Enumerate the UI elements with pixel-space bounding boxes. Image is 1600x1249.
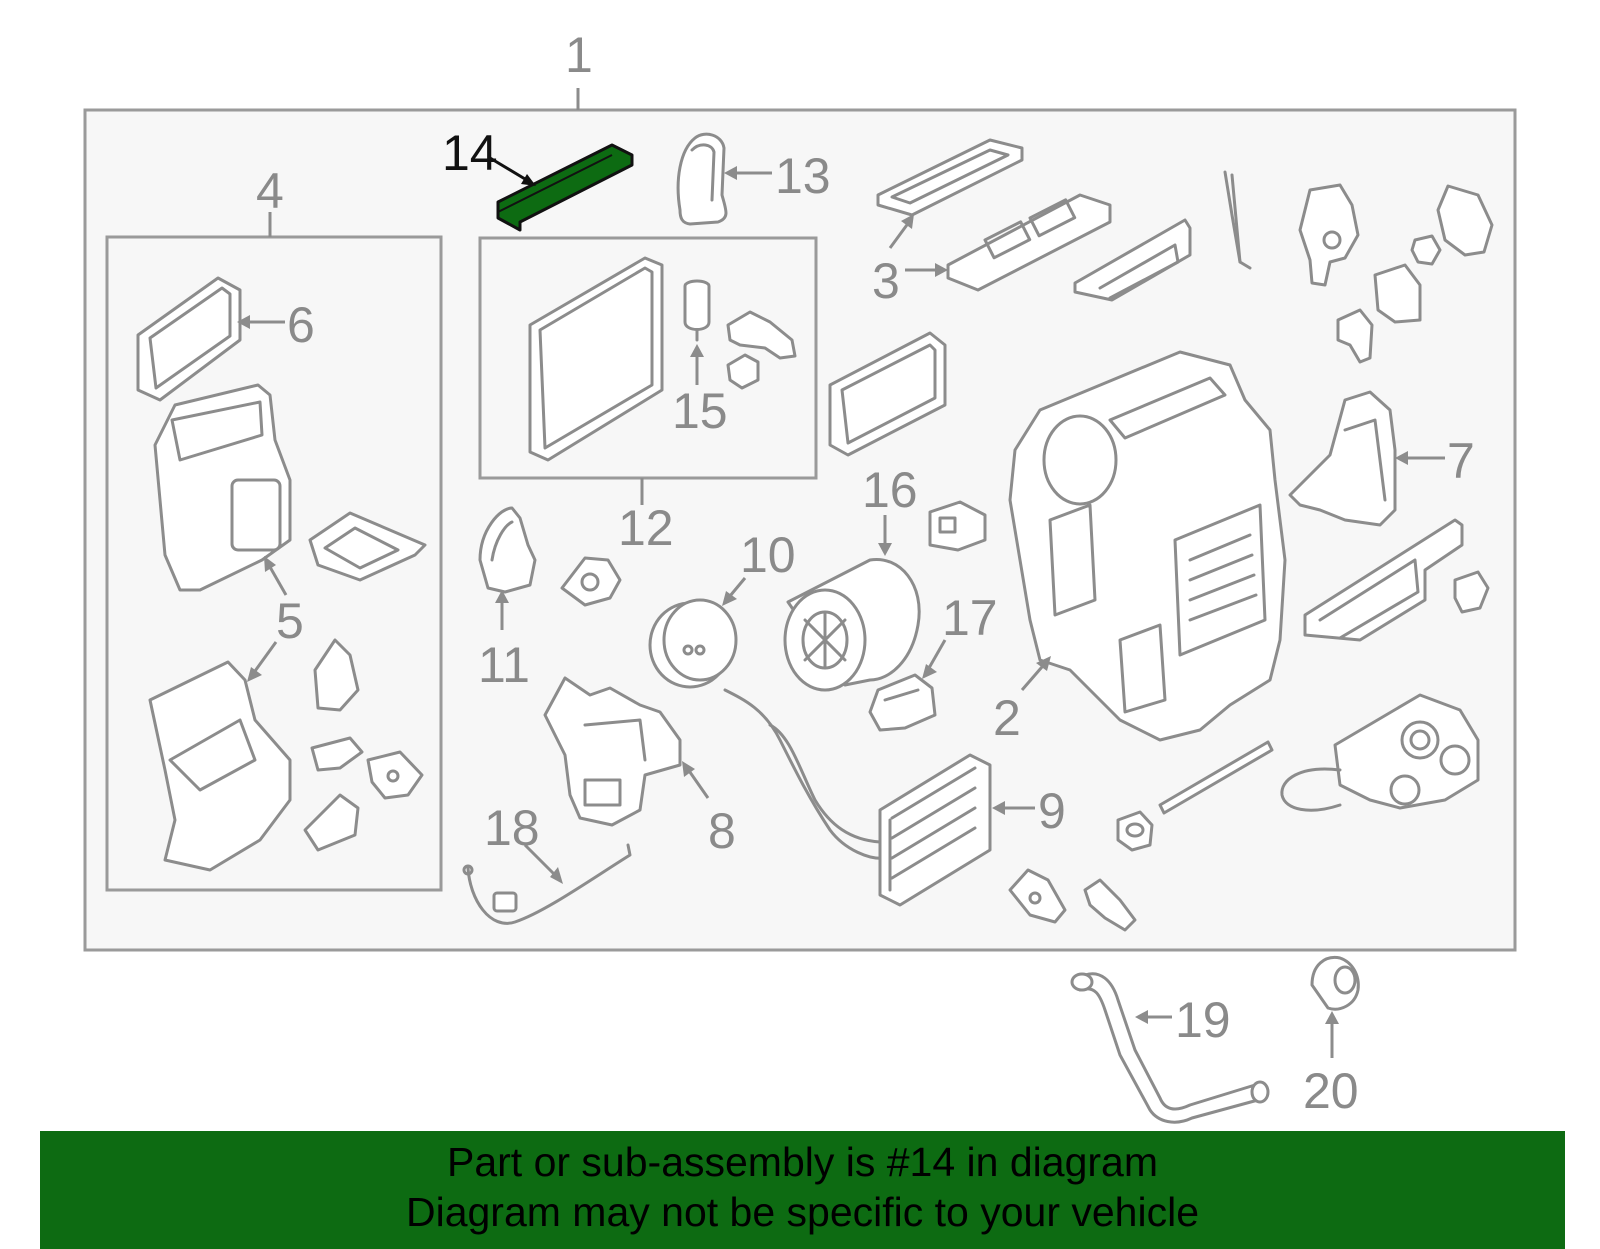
leader-16 bbox=[878, 515, 892, 556]
callout-9: 9 bbox=[1038, 783, 1066, 839]
part-14-highlighted[interactable] bbox=[496, 143, 634, 232]
leader-15 bbox=[690, 344, 704, 385]
part-6-filter bbox=[136, 276, 242, 402]
part-evaporator bbox=[528, 256, 664, 462]
part-5-lower-case bbox=[148, 660, 292, 872]
leader-5 bbox=[247, 556, 288, 682]
callout-3a: 3 bbox=[872, 253, 900, 309]
callout-10: 10 bbox=[740, 527, 796, 583]
subassembly-frame-12 bbox=[478, 236, 818, 480]
callout-16: 16 bbox=[862, 462, 918, 518]
part-13 bbox=[676, 132, 728, 226]
part-rod-lower bbox=[1158, 740, 1274, 815]
part-10-motor-cap bbox=[648, 598, 738, 689]
callout-1: 1 bbox=[565, 27, 593, 83]
part-long-grille bbox=[1303, 518, 1464, 642]
callout-12: 12 bbox=[618, 500, 674, 556]
leader-2 bbox=[1020, 656, 1051, 691]
part-bottom-link-b bbox=[1083, 878, 1137, 932]
part-5-upper-case bbox=[153, 383, 292, 592]
callout-7: 7 bbox=[1447, 433, 1475, 489]
part-16-blower bbox=[783, 557, 921, 692]
leader-20 bbox=[1325, 1011, 1339, 1058]
leader-10 bbox=[722, 577, 747, 606]
part-resistor bbox=[928, 500, 987, 552]
callout-14: 14 bbox=[442, 125, 498, 181]
callout-4: 4 bbox=[256, 163, 284, 219]
callout-6: 6 bbox=[287, 297, 315, 353]
subassembly-frame-4 bbox=[105, 235, 443, 892]
part-actuator-a bbox=[1298, 183, 1360, 287]
callout-20: 20 bbox=[1303, 1063, 1359, 1119]
leader-18 bbox=[523, 843, 563, 884]
part-rod bbox=[1223, 170, 1252, 270]
part-mode-actuator bbox=[1280, 693, 1480, 812]
part-grommet bbox=[1116, 810, 1154, 852]
part-center-fitting bbox=[560, 556, 622, 607]
callout-5a: 5 bbox=[276, 593, 304, 649]
part-small-bracket-b bbox=[310, 736, 364, 772]
part-3-b bbox=[946, 193, 1112, 292]
part-small-knob bbox=[1410, 234, 1442, 266]
callout-18: 18 bbox=[484, 800, 540, 856]
banner-line-1: Part or sub-assembly is #14 in diagram bbox=[447, 1139, 1158, 1185]
callout-13: 13 bbox=[775, 148, 831, 204]
part-bottom-link-a bbox=[1008, 868, 1067, 924]
leader-14 bbox=[489, 156, 536, 186]
leader-11 bbox=[495, 590, 509, 630]
part-small-clip bbox=[1453, 570, 1490, 614]
leader-8 bbox=[682, 761, 710, 799]
leader-19 bbox=[1135, 1010, 1172, 1024]
callout-17: 17 bbox=[942, 590, 998, 646]
leader-6 bbox=[237, 315, 285, 329]
callout-8: 8 bbox=[708, 803, 736, 859]
part-9-heater-core bbox=[723, 688, 992, 907]
leader-17 bbox=[922, 639, 947, 679]
notice-banner: Part or sub-assembly is #14 in diagram D… bbox=[40, 1131, 1565, 1249]
part-actuator-b bbox=[1436, 184, 1494, 257]
part-actuator-c bbox=[1373, 263, 1422, 324]
part-11-cover bbox=[478, 506, 537, 594]
part-15-valve bbox=[683, 279, 711, 342]
part-2-hvac-case bbox=[1008, 350, 1287, 742]
leader-3 bbox=[888, 214, 948, 277]
part-pipe-bracket bbox=[726, 310, 797, 360]
part-lever bbox=[1336, 308, 1374, 364]
callout-19: 19 bbox=[1175, 992, 1231, 1048]
part-3-c bbox=[1073, 218, 1192, 302]
part-20-grommet bbox=[1310, 955, 1360, 1011]
part-grille bbox=[828, 331, 947, 457]
part-small-seal bbox=[726, 353, 760, 390]
part-8-duct bbox=[543, 676, 682, 827]
part-17-module bbox=[868, 673, 937, 732]
banner-line-2: Diagram may not be specific to your vehi… bbox=[405, 1189, 1199, 1235]
callout-11: 11 bbox=[478, 637, 530, 693]
part-19-drain-hose bbox=[1070, 972, 1270, 1124]
callout-15: 15 bbox=[672, 383, 728, 439]
part-small-bracket-c bbox=[366, 750, 424, 800]
part-18-harness bbox=[462, 843, 632, 925]
leader-13 bbox=[724, 166, 772, 180]
part-small-bracket-d bbox=[303, 793, 360, 852]
part-3-a bbox=[876, 138, 1024, 217]
part-7-actuator bbox=[1288, 390, 1397, 527]
leader-7 bbox=[1395, 451, 1445, 465]
part-small-bracket-a bbox=[313, 638, 360, 712]
part-filter-lid bbox=[308, 511, 427, 582]
leader-9 bbox=[992, 801, 1035, 815]
callout-2: 2 bbox=[993, 690, 1021, 746]
